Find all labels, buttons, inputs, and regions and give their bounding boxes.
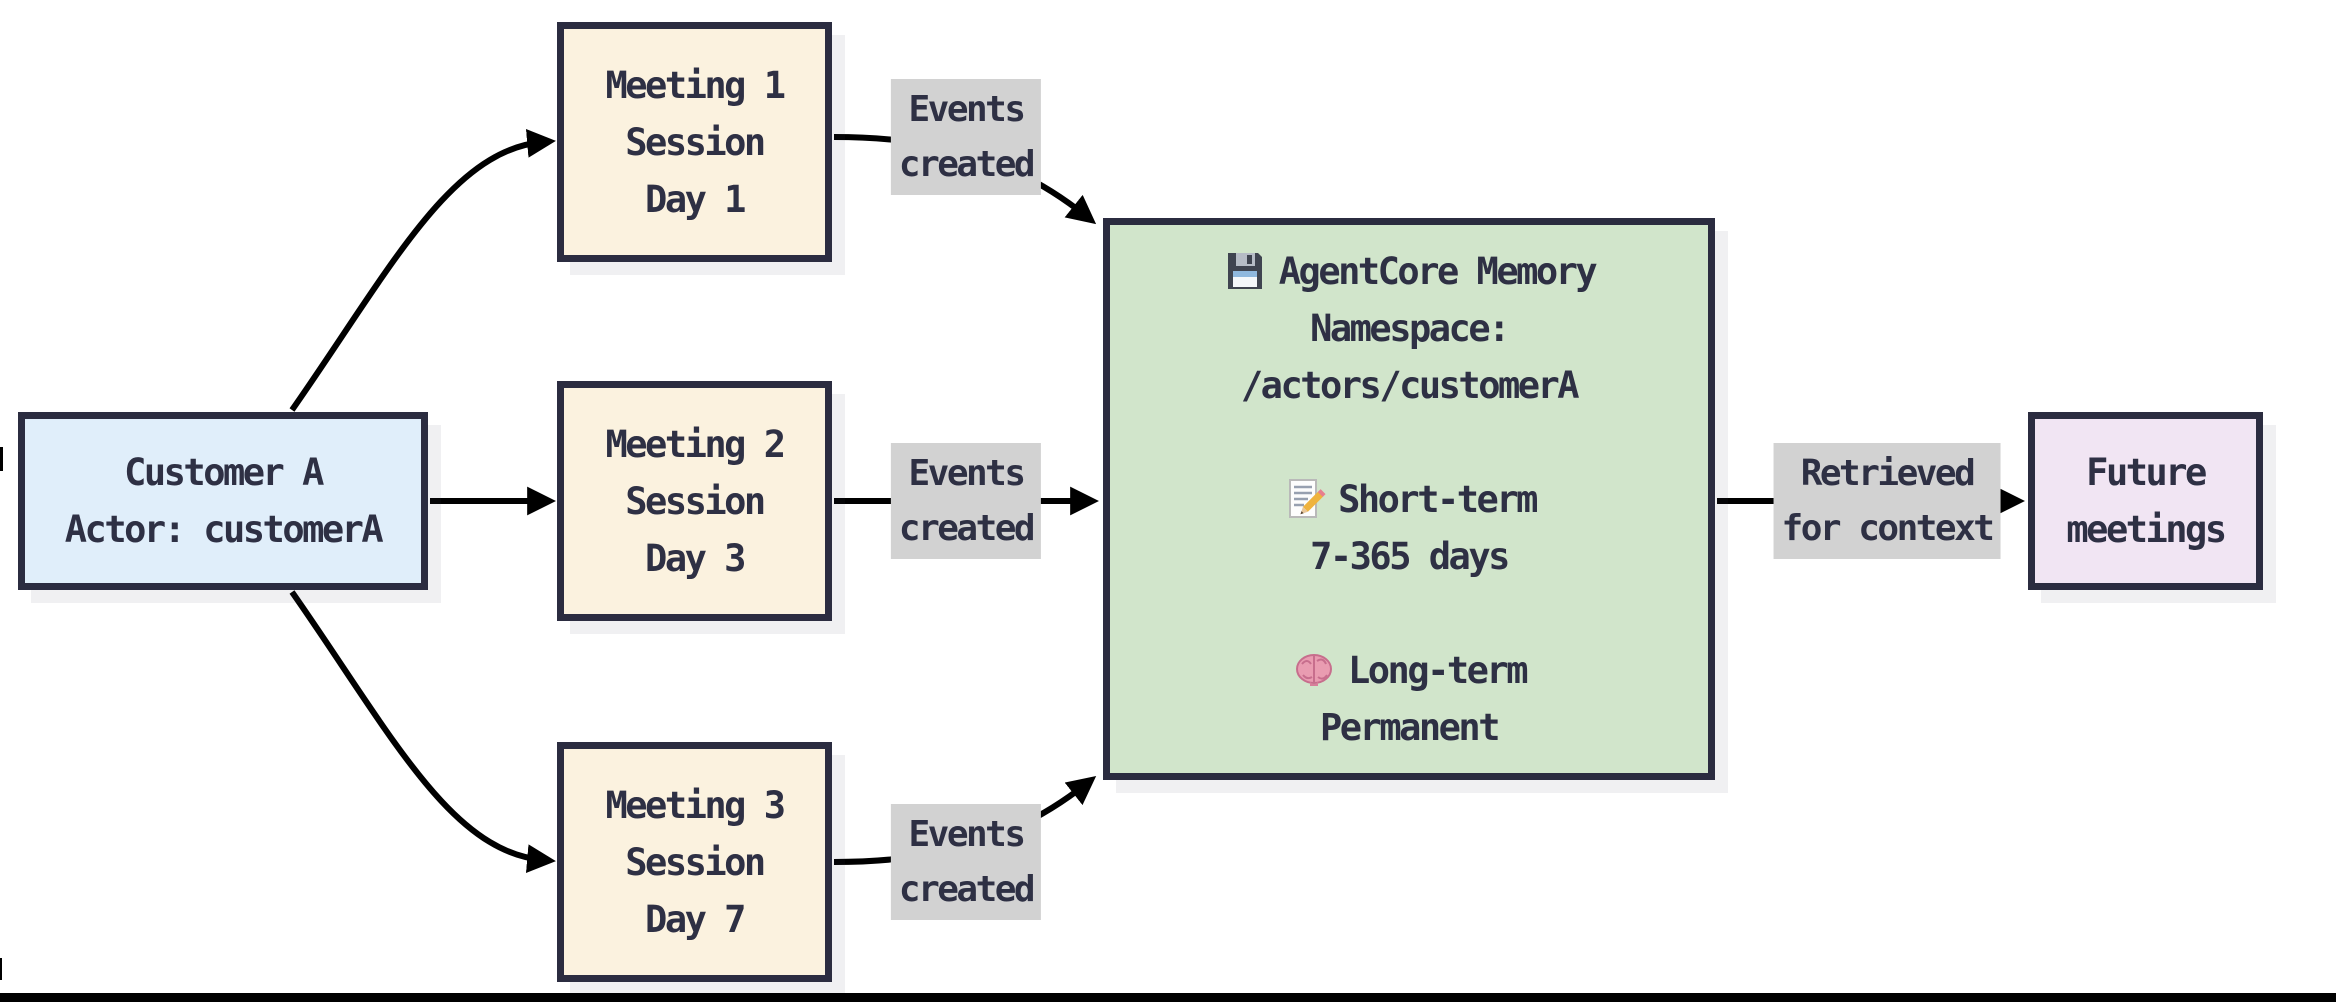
edge-label-retrieved-for-context: Retrieved for context (1773, 443, 2001, 559)
meeting1-title: Meeting 1 (605, 63, 786, 107)
edge-customer-to-meeting1 (289, 129, 556, 412)
edge-label-line: created (898, 508, 1036, 549)
edge-label-line: Events (908, 453, 1026, 494)
memory-long-term-heading: Long-term (1348, 648, 1528, 692)
edge-customer-to-meeting3 (289, 590, 556, 873)
customer-name: Customer A (124, 451, 324, 494)
customer-actor: Actor: customerA (64, 508, 384, 551)
edge-label-line: Events (908, 89, 1026, 130)
node-agentcore-memory: AgentCore Memory Namespace: /actors/cust… (1103, 218, 1715, 780)
node-meeting-1: Meeting 1 Session Day 1 (557, 22, 832, 262)
left-edge-artifact-2 (0, 958, 2, 980)
node-meeting-2: Meeting 2 Session Day 3 (557, 381, 832, 621)
memory-long-term-row: Long-term (1292, 642, 1528, 699)
meeting1-session: Session (625, 120, 766, 164)
edge-label-events-created-2: Events created (890, 443, 1042, 559)
meeting3-title: Meeting 3 (605, 783, 786, 827)
meeting3-day: Day 7 (645, 897, 746, 941)
bottom-divider (0, 993, 2336, 1002)
future-line-1: Future (2086, 451, 2207, 494)
future-line-2: meetings (2066, 508, 2227, 551)
memory-short-term-heading: Short-term (1338, 477, 1538, 521)
edge-label-line: created (898, 144, 1036, 185)
edge-label-line: for context (1781, 508, 1995, 549)
brain-icon (1296, 654, 1332, 686)
meeting2-session: Session (625, 479, 766, 523)
memory-title-row: AgentCore Memory (1223, 243, 1598, 300)
node-meeting-3: Meeting 3 Session Day 7 (557, 742, 832, 982)
left-edge-artifact-1 (0, 447, 3, 471)
edge-label-events-created-1: Events created (890, 79, 1042, 195)
memory-short-term-row: Short-term (1282, 471, 1538, 528)
edge-label-line: created (898, 869, 1036, 910)
memory-title: AgentCore Memory (1278, 249, 1598, 293)
memory-short-term-detail: 7-365 days (1310, 534, 1510, 578)
node-future-meetings: Future meetings (2028, 412, 2263, 590)
edge-label-events-created-3: Events created (890, 804, 1042, 920)
node-customer-a: Customer A Actor: customerA (18, 412, 428, 590)
edge-label-line: Retrieved (1800, 453, 1976, 494)
memo-pencil-icon (1289, 479, 1326, 518)
memory-long-term-detail: Permanent (1320, 705, 1500, 749)
edge-label-line: Events (908, 814, 1026, 855)
memory-namespace-value: /actors/customerA (1240, 363, 1580, 407)
meeting1-day: Day 1 (645, 177, 746, 221)
memory-namespace-label: Namespace: (1310, 306, 1510, 350)
meeting2-title: Meeting 2 (605, 422, 786, 466)
meeting2-day: Day 3 (645, 536, 746, 580)
floppy-disk-icon (1227, 253, 1262, 289)
meeting3-session: Session (625, 840, 766, 884)
